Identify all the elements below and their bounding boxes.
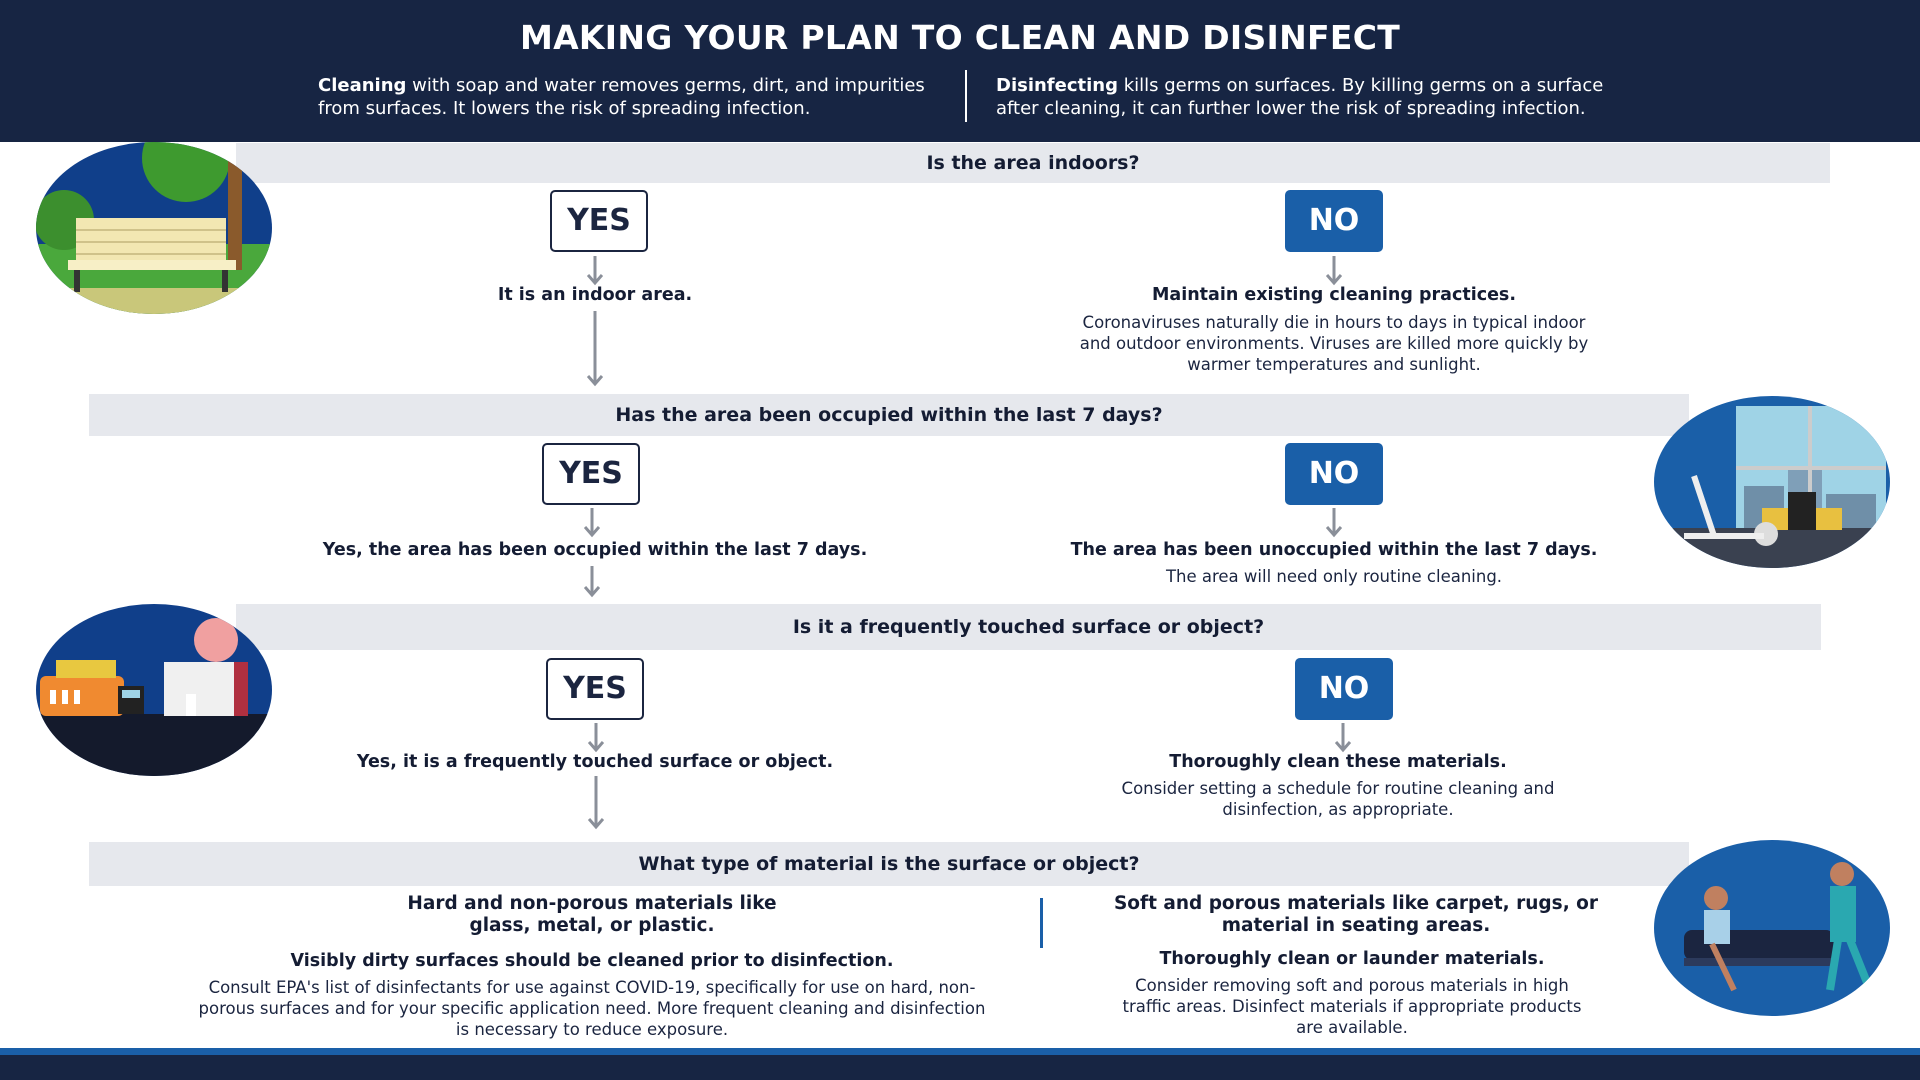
question-band-occupied: Has the area been occupied within the la… <box>89 394 1689 436</box>
question-band-indoors: Is the area indoors? <box>236 143 1830 183</box>
yes-text-indoors: It is an indoor area. <box>497 285 693 305</box>
arrow-down-icon <box>584 508 600 538</box>
cleaning-text: with soap and water removes germs, dirt,… <box>318 75 925 119</box>
cleaning-term: Cleaning <box>318 75 407 96</box>
yes-text-touched: Yes, it is a frequently touched surface … <box>356 752 834 772</box>
arrow-down-icon <box>588 723 604 753</box>
arrow-down-long-icon <box>587 311 603 387</box>
arrow-down-icon <box>587 256 603 286</box>
header-divider <box>965 70 967 122</box>
arrow-down-icon <box>1335 723 1351 753</box>
waiting-room-illustration <box>1654 840 1890 1020</box>
cleaning-definition: Cleaning with soap and water removes ger… <box>318 74 958 120</box>
arrow-down-icon <box>1326 508 1342 538</box>
question-band-material: What type of material is the surface or … <box>89 842 1689 886</box>
gym-window-illustration <box>1654 396 1890 572</box>
yes-box-indoors: YES <box>550 190 648 252</box>
no-box-indoors: NO <box>1285 190 1383 252</box>
footer-stripe <box>0 1048 1920 1055</box>
question-band-touched: Is it a frequently touched surface or ob… <box>236 604 1821 650</box>
no-box-occupied: NO <box>1285 443 1383 505</box>
yes-text-occupied: Yes, the area has been occupied within t… <box>322 540 868 560</box>
disinfecting-definition: Disinfecting kills germs on surfaces. By… <box>996 74 1636 120</box>
no-box-touched: NO <box>1295 658 1393 720</box>
hard-materials-text: Consult EPA's list of disinfectants for … <box>198 978 986 1039</box>
disinfecting-text: kills germs on surfaces. By killing germ… <box>996 75 1604 119</box>
hard-materials-subtitle: Visibly dirty surfaces should be cleaned… <box>290 951 894 971</box>
no-text-indoors: Coronaviruses naturally die in hours to … <box>1079 313 1589 374</box>
yes-box-touched: YES <box>546 658 644 720</box>
no-title-occupied: The area has been unoccupied within the … <box>1070 540 1598 560</box>
arrow-down-icon <box>584 566 600 598</box>
arrow-down-icon <box>1326 256 1342 286</box>
soft-materials-text: Consider removing soft and porous materi… <box>1122 976 1582 1037</box>
arrow-down-long-icon <box>588 776 604 830</box>
no-text-touched: Consider setting a schedule for routine … <box>1121 779 1555 819</box>
yes-box-occupied: YES <box>542 443 640 505</box>
page-title: MAKING YOUR PLAN TO CLEAN AND DISINFECT <box>519 18 1401 57</box>
material-divider <box>1040 898 1043 948</box>
no-text-occupied: The area will need only routine cleaning… <box>1165 567 1503 586</box>
header <box>0 0 1920 142</box>
park-bench-illustration <box>36 140 272 320</box>
no-title-indoors: Maintain existing cleaning practices. <box>1151 285 1516 305</box>
no-title-touched: Thoroughly clean these materials. <box>1169 752 1507 772</box>
soft-materials-title: Soft and porous materials like carpet, r… <box>1113 893 1598 936</box>
soft-materials-subtitle: Thoroughly clean or launder materials. <box>1159 949 1545 969</box>
disinfecting-term: Disinfecting <box>996 75 1118 96</box>
hard-materials-title: Hard and non-porous materials like glass… <box>407 893 777 936</box>
desk-worker-illustration <box>36 604 272 780</box>
